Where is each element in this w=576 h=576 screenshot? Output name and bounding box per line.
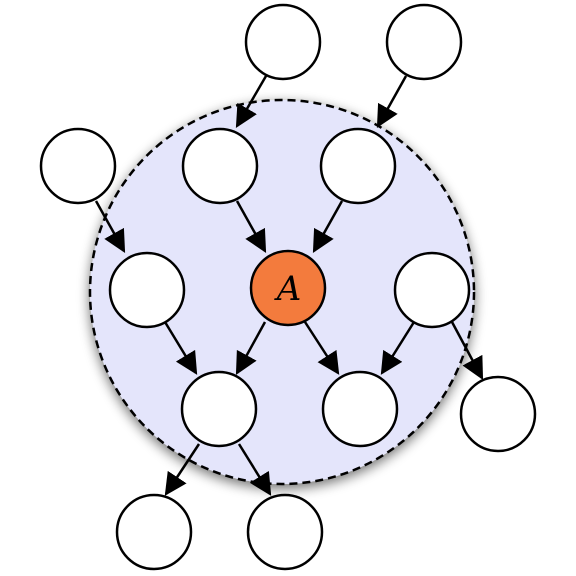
edge-child-left-to-outer-bottom-right: [237, 443, 272, 496]
edge-coparent-right-to-outer-right: [450, 321, 484, 380]
edge-parent-of-parent-2: [376, 75, 408, 128]
node-outer-left: [39, 127, 117, 205]
node-parent-2: [319, 127, 397, 205]
edge-parent-1-to-a: [235, 200, 267, 253]
nodes: [39, 3, 537, 571]
node-a: [249, 249, 327, 327]
node-outer-bottom-left: [115, 493, 193, 571]
edges: [94, 75, 484, 496]
node-parent-1: [181, 127, 259, 205]
node-outer-bottom-right: [246, 493, 324, 571]
node-child-left: [180, 370, 258, 448]
edge-coparent-right-to-child-right: [380, 321, 416, 375]
edge-a-to-child-left: [235, 321, 267, 375]
edge-parent-2-to-a: [312, 200, 344, 253]
node-outer-right: [459, 375, 537, 453]
node-a-label: A: [274, 269, 302, 309]
edge-coparent-left-to-child-left: [163, 321, 198, 375]
node-outer-top-left: [244, 3, 322, 81]
edge-outer-left-to-coparent: [94, 200, 126, 253]
center-node: A: [249, 249, 327, 327]
edge-parent-of-parent-1: [235, 75, 268, 128]
edge-child-left-to-outer-bottom-left: [164, 443, 201, 496]
node-coparent-right: [393, 251, 471, 329]
node-child-right: [321, 370, 399, 448]
node-outer-top-right: [385, 3, 463, 81]
node-coparent-left: [108, 251, 186, 329]
edge-a-to-child-right: [303, 321, 340, 375]
